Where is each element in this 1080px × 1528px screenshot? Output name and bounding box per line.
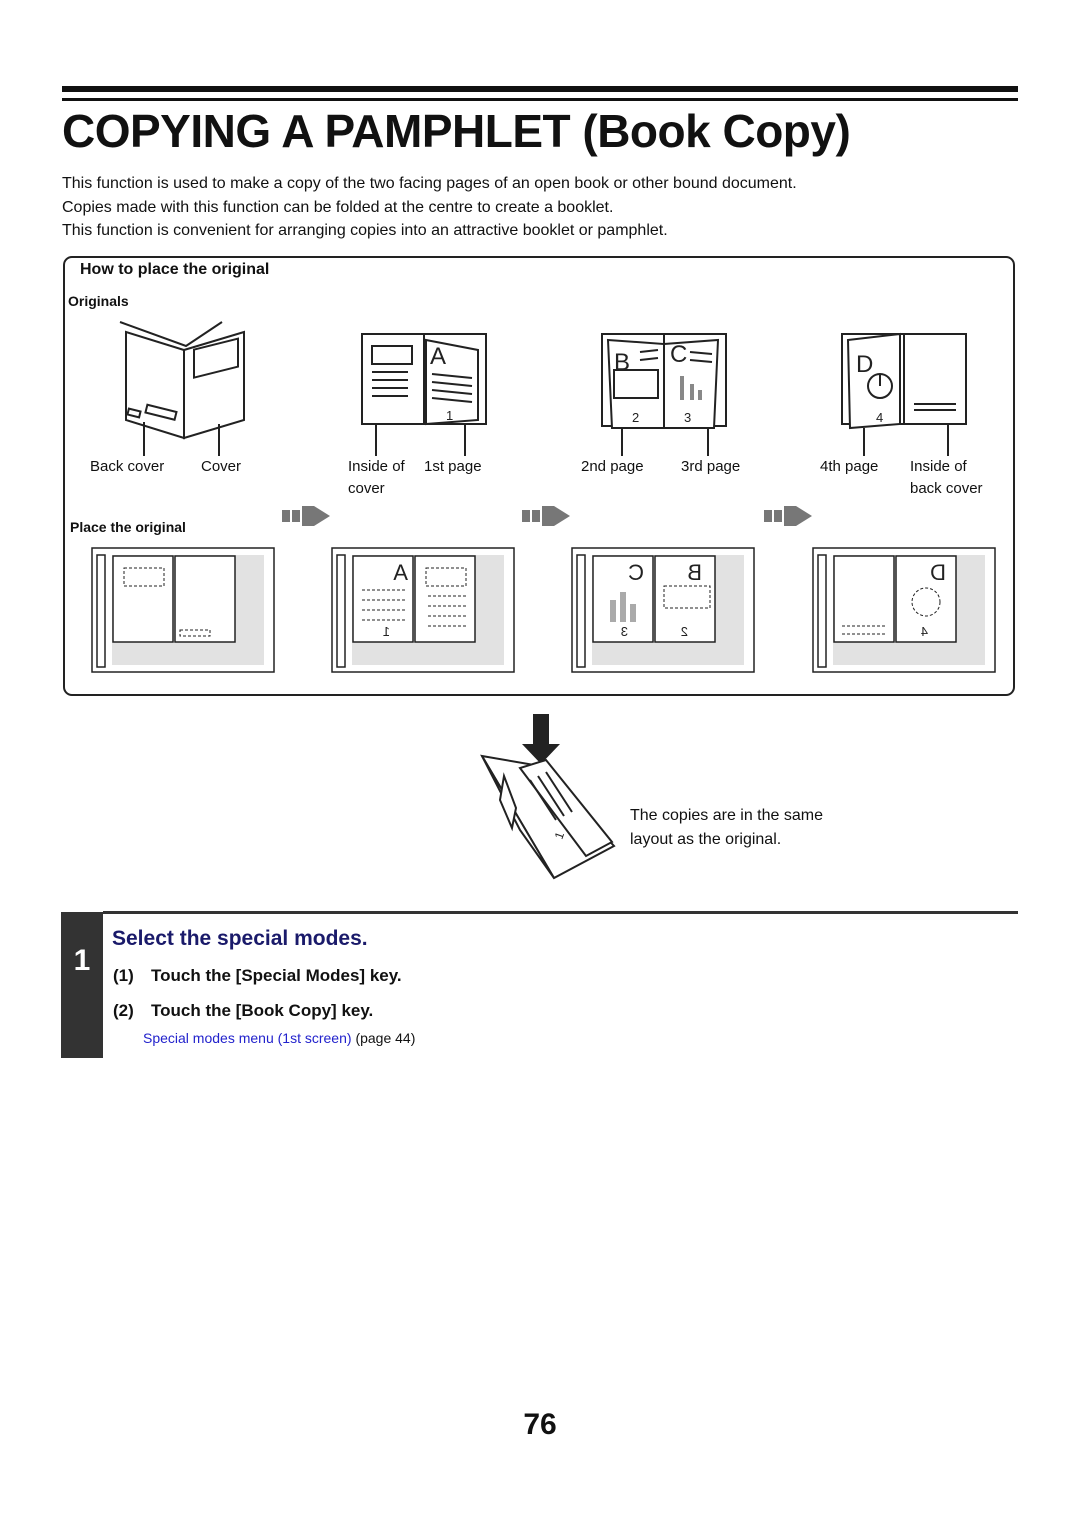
letter-b: B (614, 349, 630, 376)
glass-num-4: 4 (921, 624, 928, 639)
result-line-1: The copies are in the same (630, 807, 823, 824)
scanner-glass-1-icon (91, 547, 275, 673)
num-1: 1 (446, 408, 453, 423)
intro-line-3: This function is convenient for arrangin… (62, 222, 668, 239)
booklet-back-cover-icon (119, 321, 245, 456)
book-page-d-icon (841, 332, 967, 456)
book-page-a-icon (361, 333, 487, 456)
caption-inside-cover-line2: cover (348, 480, 385, 497)
num-2: 2 (632, 410, 639, 425)
reference-page: (page 44) (355, 1030, 416, 1046)
intro-line-2: Copies made with this function can be fo… (62, 198, 614, 216)
caption-inside-back-line1: Inside of (910, 458, 967, 475)
down-arrow-icon (522, 714, 560, 764)
substep-1-number: (1) (113, 966, 134, 985)
page-title: COPYING A PAMPHLET (Book Copy) (62, 105, 851, 157)
substep-1-text: Touch the [Special Modes] key. (151, 966, 402, 985)
caption-inside-back-line2: back cover (910, 480, 983, 497)
caption-cover: Cover (201, 458, 242, 475)
result-line-2: layout as the original. (630, 830, 782, 848)
panel-heading: How to place the original (80, 261, 270, 278)
caption-4th-page: 4th page (820, 458, 879, 475)
caption-2nd-page: 2nd page (581, 458, 644, 475)
result-caption: The copies are in the same layout as the… (630, 804, 823, 851)
arrow-icons (282, 506, 812, 526)
substep-2-number: (2) (113, 1001, 134, 1020)
glass-letter-d: D (930, 560, 946, 585)
book-copy-illustration: A 1 B C 2 3 D 4 A 1 B C 2 3 D 4 1 (91, 321, 996, 880)
how-to-place-panel (63, 256, 1015, 696)
caption-inside-back-cover: Inside of back cover (910, 456, 983, 500)
glass-letter-a: A (393, 560, 408, 585)
book-pages-bc-icon (601, 333, 727, 456)
step-title: Select the special modes. (112, 927, 368, 950)
scanner-glass-3-icon (571, 547, 755, 673)
glass-num-3: 3 (621, 624, 628, 639)
special-modes-menu-link[interactable]: Special modes menu (1st screen) (143, 1030, 352, 1046)
page-number: 76 (523, 1408, 557, 1441)
letter-c: C (670, 341, 687, 368)
reference-line: Special modes menu (1st screen) (page 44… (143, 1030, 415, 1046)
place-original-label: Place the original (70, 519, 186, 535)
header-rule (62, 86, 1018, 92)
caption-1st-page: 1st page (424, 458, 482, 475)
folded-booklet-icon (480, 754, 616, 880)
caption-inside-cover-line1: Inside of (348, 458, 405, 475)
letter-d: D (856, 351, 873, 378)
caption-back-cover: Back cover (90, 458, 165, 475)
intro-text: This function is used to make a copy of … (62, 172, 1022, 243)
glass-num-2: 2 (681, 624, 688, 639)
substep-2-text: Touch the [Book Copy] key. (151, 1001, 374, 1020)
caption-inside-cover: Inside of cover (348, 456, 405, 500)
num-4: 4 (876, 410, 883, 425)
booklet-num-1: 1 (552, 830, 568, 841)
header-rule-thin (62, 98, 1018, 101)
glass-num-1: 1 (383, 624, 390, 639)
step-rule (103, 911, 1018, 914)
num-3: 3 (684, 410, 691, 425)
glass-letter-c: C (628, 560, 644, 585)
scanner-glass-2-icon (331, 547, 515, 673)
glass-letter-b: B (687, 560, 702, 585)
step-bar (61, 912, 103, 1058)
originals-label: Originals (68, 293, 129, 309)
scanner-glass-4-icon (812, 547, 996, 673)
caption-3rd-page: 3rd page (681, 458, 741, 475)
intro-line-1: This function is used to make a copy of … (62, 175, 797, 192)
step-number: 1 (73, 944, 91, 977)
letter-a: A (430, 343, 446, 370)
